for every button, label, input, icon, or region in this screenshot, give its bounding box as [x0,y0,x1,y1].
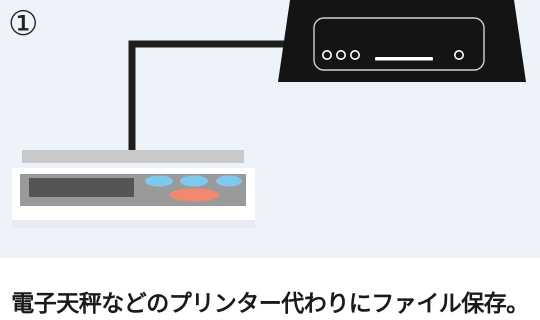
port-icon [453,49,464,60]
port-icon [335,49,346,60]
electronic-balance-icon [12,150,255,228]
connection-diagram [12,0,526,228]
port-icon [349,49,360,60]
scale-key [180,175,208,187]
scale-display [29,178,134,197]
caption: 電子天秤などのプリンター代わりにファイル保存。 [11,291,529,317]
port-icon [321,49,332,60]
scale-pan [22,150,244,163]
scale-key [216,175,242,187]
scale-key [145,175,173,187]
scale-main-key [169,188,219,202]
cable [128,40,312,150]
data-logger-icon [278,0,526,82]
slot-icon [375,57,433,61]
step-number: ① [8,4,39,44]
